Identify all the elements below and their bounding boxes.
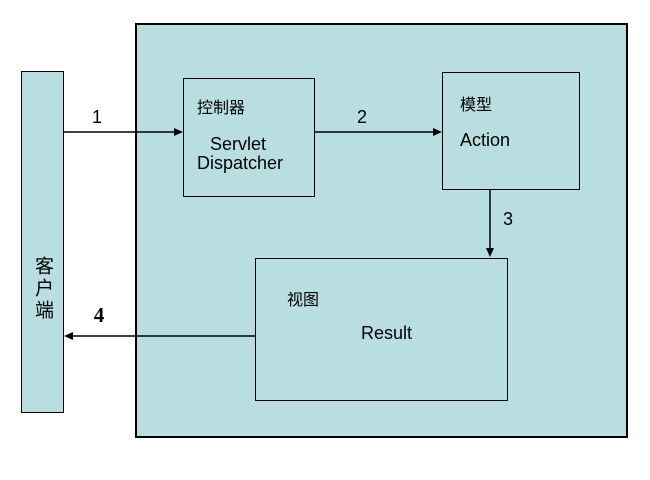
controller-sublabel: Servlet Dispatcher: [197, 134, 284, 173]
client-label: 客户端: [32, 256, 53, 322]
arrow-2-label: 2: [356, 107, 367, 127]
view-box: 视图 Result: [255, 258, 508, 401]
controller-sublabel-line1: Servlet: [209, 134, 267, 154]
client-box: 客户端: [21, 71, 64, 413]
model-label: 模型: [460, 97, 493, 114]
view-label: 视图: [287, 292, 320, 309]
controller-text: 控制器 Servlet Dispatcher: [197, 94, 284, 173]
arrow-1-label: 1: [91, 107, 102, 127]
model-text: 模型 Action: [460, 91, 510, 150]
model-box: 模型 Action: [442, 72, 580, 190]
arrow-4-label: 4: [93, 303, 105, 327]
controller-sublabel-line2: Dispatcher: [197, 153, 284, 173]
view-text: 视图 Result: [256, 286, 507, 343]
controller-label: 控制器: [197, 100, 246, 117]
controller-box: 控制器 Servlet Dispatcher: [183, 78, 315, 197]
arrow-3-label: 3: [502, 209, 513, 229]
view-sublabel: Result: [360, 323, 413, 343]
model-sublabel: Action: [460, 130, 511, 150]
arrow-4-head: [64, 332, 73, 340]
